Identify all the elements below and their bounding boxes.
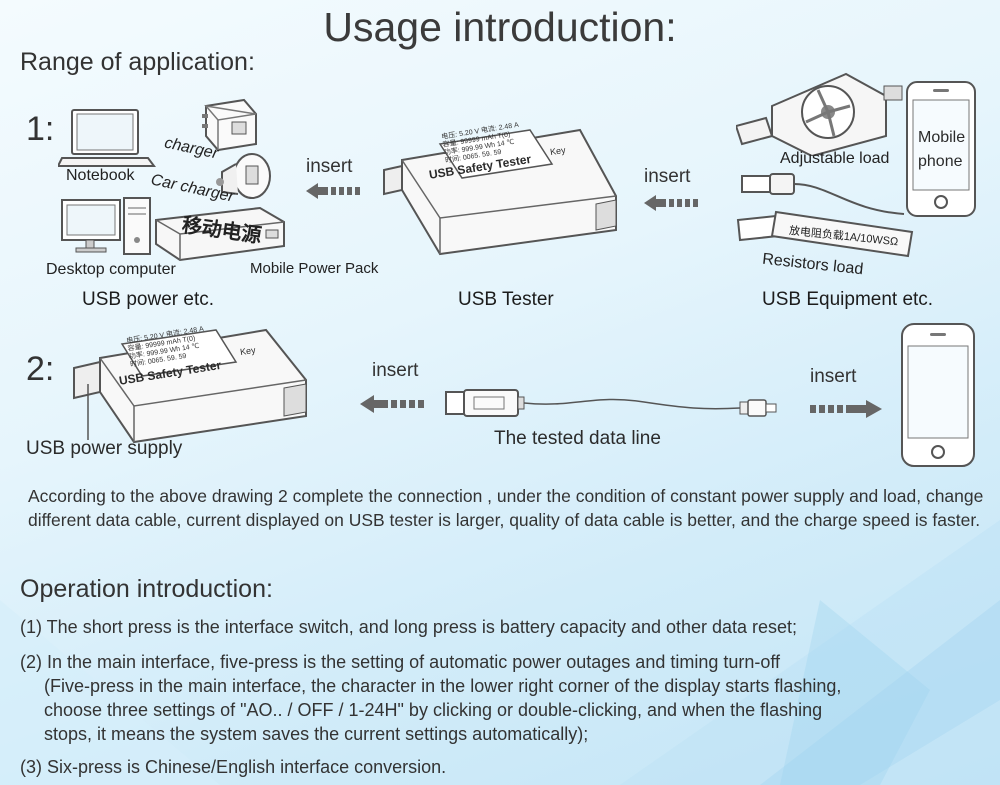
- operation-item-2-line-3: choose three settings of "AO.. / OFF / 1…: [44, 700, 823, 720]
- arrow-left-icon: [306, 183, 360, 199]
- power-pack-label: Mobile Power Pack: [250, 260, 379, 277]
- operation-item-2-line-2: (Five-press in the main interface, the c…: [44, 676, 842, 696]
- operation-item-3: (3) Six-press is Chinese/English interfa…: [20, 757, 447, 777]
- operation-heading: Operation introduction:: [20, 575, 273, 603]
- charger-illustration: [202, 98, 257, 152]
- caption-usb-tester: USB Tester: [458, 289, 554, 310]
- caption-usb-power: USB power etc.: [82, 289, 214, 310]
- usb-power-supply-label: USB power supply: [26, 438, 183, 459]
- operation-item-2-line-4: stops, it means the system saves the cur…: [44, 724, 589, 744]
- usb-tester-illustration-2: [73, 328, 307, 444]
- usb-cable-illustration: [741, 173, 905, 215]
- mobile-phone-label-line2: phone: [918, 153, 963, 170]
- insert-label-2-left: insert: [372, 360, 419, 381]
- step-number-2: 2:: [26, 350, 55, 388]
- step-number-1: 1:: [26, 110, 55, 148]
- page-title: Usage introduction:: [323, 4, 677, 50]
- data-line-label: The tested data line: [494, 428, 661, 449]
- pointer-line: [87, 384, 89, 440]
- mobile-phone-illustration-2: [901, 323, 975, 467]
- desktop-computer-label: Desktop computer: [46, 261, 176, 278]
- usb-tester-illustration: [383, 128, 617, 256]
- car-charger-illustration: [216, 153, 271, 199]
- operation-item-2-line-1: (2) In the main interface, five-press is…: [20, 652, 781, 672]
- arrow-left-icon-2: [644, 195, 698, 211]
- adjustable-load-illustration: [736, 72, 903, 156]
- data-cable-illustration: [445, 389, 777, 417]
- adjustable-load-label: Adjustable load: [780, 150, 890, 167]
- notebook-label: Notebook: [66, 167, 135, 184]
- mobile-phone-label-line1: Mobile: [918, 129, 966, 146]
- insert-label-1-right: insert: [644, 166, 691, 187]
- operation-item-1: (1) The short press is the interface swi…: [20, 617, 798, 637]
- mobile-power-pack-illustration: [155, 206, 285, 262]
- mobile-phone-illustration: [906, 81, 976, 217]
- resistors-load-illustration: [736, 210, 914, 258]
- desktop-computer-illustration: [61, 197, 151, 255]
- notebook-illustration: [58, 109, 156, 167]
- insert-label-2-right: insert: [810, 366, 857, 387]
- description-paragraph: According to the above drawing 2 complet…: [28, 486, 984, 530]
- insert-label-1-left: insert: [306, 156, 353, 177]
- range-heading: Range of application:: [20, 48, 255, 76]
- arrow-left-icon-3: [360, 395, 424, 413]
- arrow-right-icon: [810, 400, 882, 418]
- caption-usb-equipment: USB Equipment etc.: [762, 289, 934, 310]
